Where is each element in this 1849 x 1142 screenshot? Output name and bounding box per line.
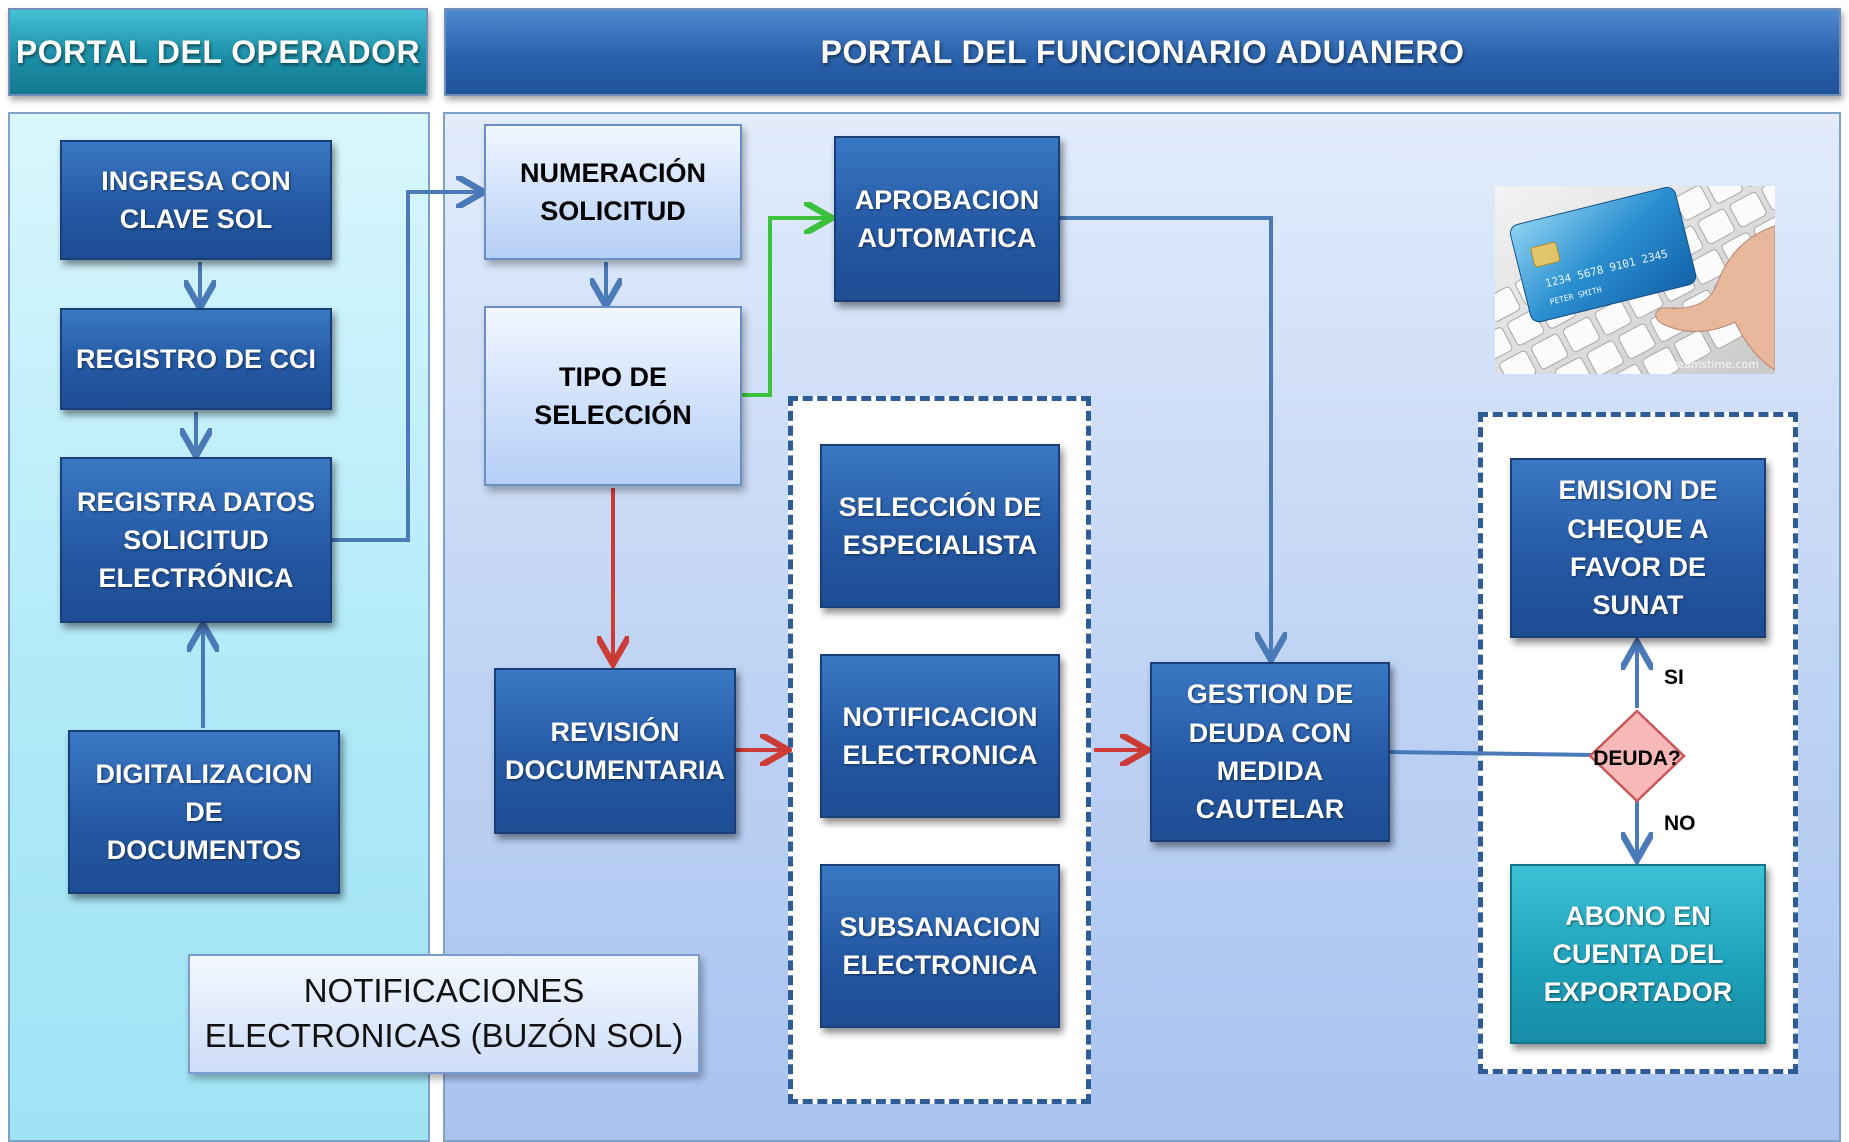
node-notificacion-electronica: NOTIFICACION ELECTRONICA: [820, 654, 1060, 818]
node-emision-cheque: EMISION DE CHEQUE A FAVOR DE SUNAT: [1510, 458, 1766, 638]
node-aprobacion-automatica: APROBACION AUTOMATICA: [834, 136, 1060, 302]
line-gestion-deuda: [1389, 750, 1597, 757]
arrow-tipo-aprobacion: [741, 218, 828, 397]
header-portal-operador: PORTAL DEL OPERADOR: [8, 8, 428, 96]
label-no: NO: [1664, 812, 1696, 835]
arrow-registra-numeracion: [332, 192, 480, 542]
label-si: SI: [1664, 666, 1684, 689]
deuda-diamond: [1588, 709, 1686, 803]
node-numeracion-solicitud: NUMERACIÓN SOLICITUD: [484, 124, 742, 260]
node-digitalizacion: DIGITALIZACION DE DOCUMENTOS: [68, 730, 340, 894]
node-registro-cci: REGISTRO DE CCI: [60, 308, 332, 410]
node-gestion-deuda: GESTION DE DEUDA CON MEDIDA CAUTELAR: [1150, 662, 1390, 842]
node-ingresa-clave-sol: INGRESA CON CLAVE SOL: [60, 140, 332, 260]
node-revision-documentaria: REVISIÓN DOCUMENTARIA: [494, 668, 736, 834]
node-notificaciones-buzon: NOTIFICACIONES ELECTRONICAS (BUZÓN SOL): [188, 954, 700, 1074]
hand-shape: [1655, 225, 1775, 371]
node-seleccion-especialista: SELECCIÓN DE ESPECIALISTA: [820, 444, 1060, 608]
credit-card-keyboard-image: 1234 5678 9101 2345 PETER SMITH dreamsti…: [1495, 186, 1775, 374]
node-abono-cuenta: ABONO EN CUENTA DEL EXPORTADOR: [1510, 864, 1766, 1044]
header-portal-funcionario: PORTAL DEL FUNCIONARIO ADUANERO: [444, 8, 1841, 96]
deuda-label: DEUDA?: [1593, 747, 1681, 770]
node-tipo-seleccion: TIPO DE SELECCIÓN: [484, 306, 742, 486]
node-subsanacion-electronica: SUBSANACION ELECTRONICA: [820, 864, 1060, 1028]
arrow-aprobacion-gestion: [1060, 216, 1271, 656]
node-registra-datos: REGISTRA DATOS SOLICITUD ELECTRÓNICA: [60, 457, 332, 623]
watermark-text: dreamstime.com: [1666, 358, 1759, 371]
